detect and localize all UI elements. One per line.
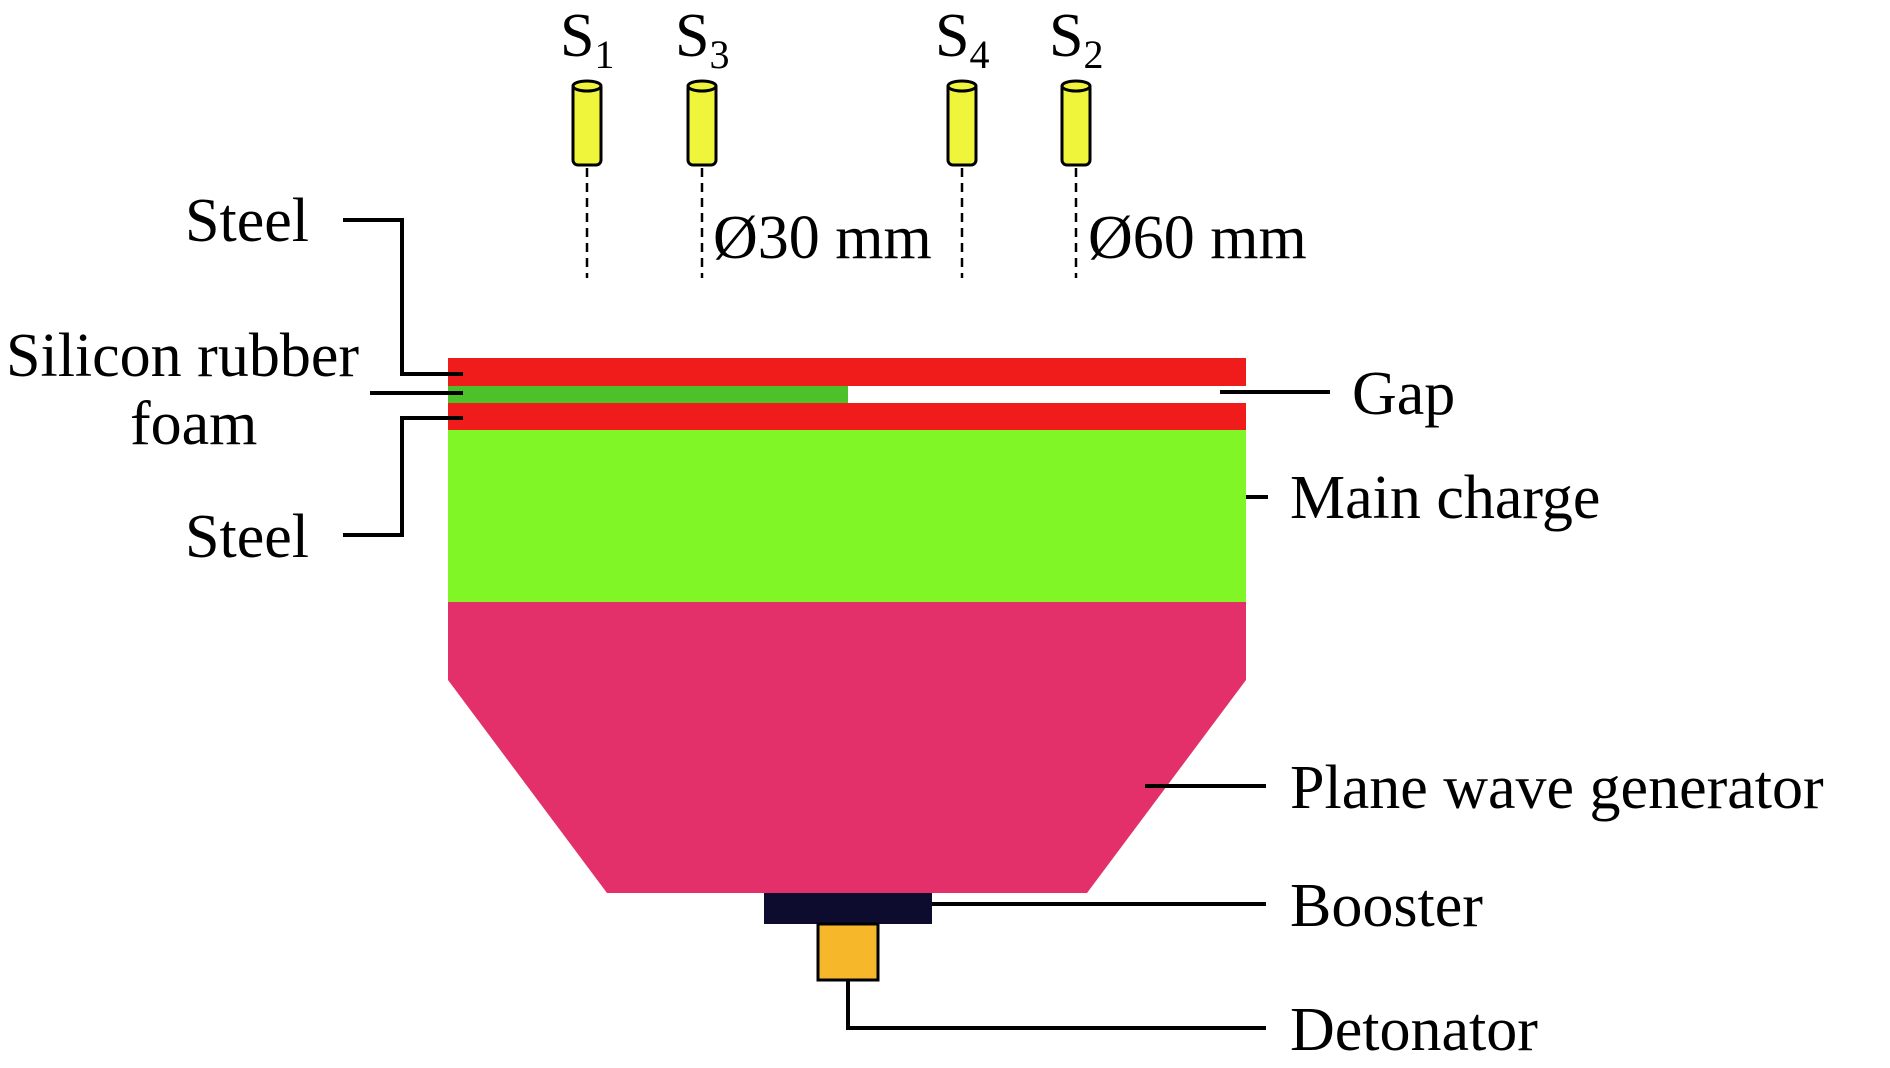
probe-s4: S4 <box>935 2 989 278</box>
probe-s1-label: S1 <box>560 2 614 77</box>
detonator-label: Detonator <box>1290 996 1538 1064</box>
plane-wave-generator-label: Plane wave generator <box>1290 754 1824 822</box>
steel-bottom-leader <box>343 416 463 537</box>
probe-s4-cap <box>946 79 978 93</box>
main-charge-block <box>448 430 1246 602</box>
main-charge-label: Main charge <box>1290 464 1600 532</box>
steel-top-label: Steel <box>185 187 309 255</box>
probe-s2-cap <box>1060 79 1092 93</box>
probe-s4-body <box>946 81 978 167</box>
booster-block <box>764 893 932 924</box>
probe-s3-label: S3 <box>675 2 729 77</box>
steel-top-plate <box>448 358 1246 386</box>
steel-bottom-plate <box>448 403 1246 430</box>
probe-s4-label: S4 <box>935 2 989 77</box>
plane-wave-generator-block <box>448 602 1246 893</box>
probe-s2: S2 <box>1049 2 1103 278</box>
probe-s2-label: S2 <box>1049 2 1103 77</box>
detonator-block <box>816 922 880 982</box>
gap-label: Gap <box>1352 360 1455 428</box>
diameter-30-label: Ø30 mm <box>713 204 932 272</box>
silicon-rubber-label: Silicon rubber <box>6 322 359 390</box>
silicon-rubber-foam-layer <box>448 386 848 403</box>
probe-s1-cap <box>571 79 603 93</box>
foam-label: foam <box>130 390 257 458</box>
steel-bottom-label: Steel <box>185 503 309 571</box>
probe-s2-body <box>1060 81 1092 167</box>
probe-s3-cap <box>686 79 718 93</box>
booster-label: Booster <box>1290 872 1483 940</box>
probe-s3: S3 <box>675 2 729 278</box>
steel-top-leader <box>343 218 463 376</box>
detonator-leader <box>846 980 1266 1030</box>
diameter-60-label: Ø60 mm <box>1088 204 1307 272</box>
probe-s1: S1 <box>560 2 614 278</box>
probe-s1-body <box>571 81 603 167</box>
probe-s3-body <box>686 81 718 167</box>
